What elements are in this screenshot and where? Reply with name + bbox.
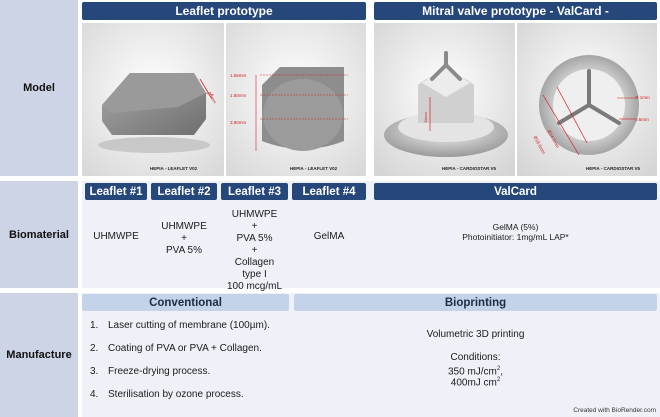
conventional-steps: 1. Laser cutting of membrane (100µm). 2. C… <box>90 314 290 406</box>
step-4: 4. Sterilisation by ozone process. <box>90 383 290 406</box>
leaflet4-material: GelMA <box>313 231 345 242</box>
panel4-dim-1: 0.5mm <box>635 117 649 122</box>
step-2-number: 2. <box>90 343 99 354</box>
leaflet4-header: Leaflet #4 <box>292 183 366 200</box>
panel3-caption: HEPIA - CARDIOSTAR V5 <box>442 166 497 171</box>
bioprinting-condition-2: 400mJ cm2 <box>294 374 657 389</box>
panel1-dim-label: 0.5mm <box>207 91 218 105</box>
conventional-header: Conventional <box>82 294 289 311</box>
bioprinting-conditions-label: Conditions: <box>450 352 501 363</box>
bioprinting-method: Volumetric 3D printing <box>426 329 525 340</box>
condition-1-superscript: 2 <box>496 366 501 372</box>
valcard-3d-render: 11mm <box>374 23 515 176</box>
panel4-dim-0: Ø 1mm <box>635 95 650 100</box>
valve-prototype-header: Mitral valve prototype - ValCard - <box>374 2 657 20</box>
panel2-caption: HEPIA - LEAFLET V02 <box>290 166 338 171</box>
leaflet3-header: Leaflet #3 <box>221 183 288 200</box>
leaflet-prototype-header: Leaflet prototype <box>82 2 366 20</box>
row-label-model: Model <box>0 0 78 176</box>
leaflet1-material: UHMWPE <box>93 231 139 242</box>
manufacture-band <box>82 293 660 417</box>
step-4-number: 4. <box>90 389 99 400</box>
leaflet-dimension-drawing: 1.56mm 1.80mm 3.90mm <box>226 23 366 176</box>
leaflet2-material: UHMWPE + PVA 5% <box>161 221 207 256</box>
leaflet-3d-render: 0.5mm <box>82 23 224 176</box>
step-1-text: Laser cutting of membrane (100µm). <box>108 320 270 331</box>
valcard-top-view: Ø 1mm 0.5mm Ø14.5mm Ø18.6mm <box>517 23 657 176</box>
panel1-caption: HEPIA - LEAFLET V02 <box>150 166 198 171</box>
condition-2-value: 400mJ cm <box>450 377 497 389</box>
bioprinting-header: Bioprinting <box>294 294 657 311</box>
step-2-text: Coating of PVA or PVA + Collagen. <box>108 343 262 354</box>
biorender-credit: Created with BioRender.com <box>573 407 656 414</box>
bioprinting-condition-1: 350 mJ/cm2, <box>447 366 504 378</box>
valcard-material-line1: GelMA (5%) <box>492 222 539 232</box>
panel4-caption: HEPIA - CARDIOSTAR V5 <box>586 166 641 171</box>
leaflet2-header: Leaflet #2 <box>151 183 217 200</box>
step-1: 1. Laser cutting of membrane (100µm). <box>90 314 290 337</box>
step-3: 3. Freeze-drying process. <box>90 360 290 383</box>
panel2-dim-1: 1.80mm <box>230 93 247 98</box>
step-3-number: 3. <box>90 366 99 377</box>
step-1-number: 1. <box>90 320 99 331</box>
valcard-header: ValCard <box>374 183 657 200</box>
condition-2-superscript: 2 <box>496 377 501 383</box>
panel2-dim-2: 3.90mm <box>230 120 247 125</box>
panel3-dim-label: 11mm <box>423 112 428 123</box>
panel2-dim-0: 1.56mm <box>230 73 247 78</box>
step-4-text: Sterilisation by ozone process. <box>108 389 244 400</box>
step-3-text: Freeze-drying process. <box>108 366 211 377</box>
row-label-biomaterial: Biomaterial <box>0 181 78 288</box>
leaflet1-header: Leaflet #1 <box>85 183 147 200</box>
step-2: 2. Coating of PVA or PVA + Collagen. <box>90 337 290 360</box>
condition-1-value: 350 mJ/cm <box>447 366 497 378</box>
valcard-material-line2: Photoinitiator: 1mg/mL LAP* <box>462 232 569 242</box>
leaflet3-material: UHMWPE + PVA 5% + Collagen type I 100 mc… <box>226 209 283 292</box>
row-label-manufacture: Manufacture <box>0 293 78 417</box>
